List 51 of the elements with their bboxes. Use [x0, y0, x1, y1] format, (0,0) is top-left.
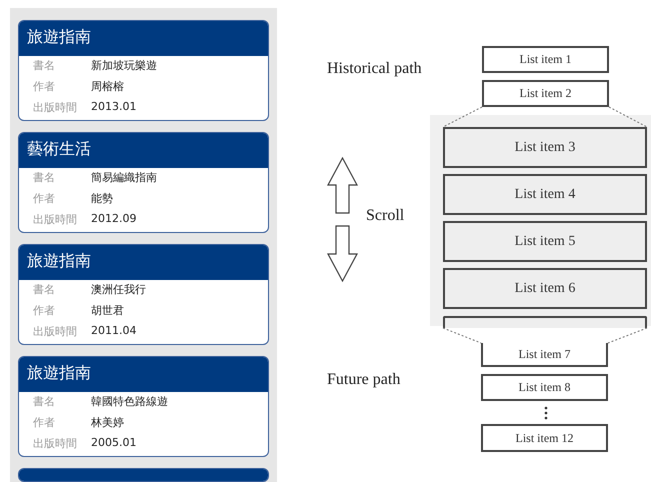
- field-label: 書名: [33, 58, 55, 73]
- list-item: List item 8: [481, 374, 608, 401]
- book-card: [18, 244, 269, 345]
- book-card: [18, 132, 269, 233]
- field-label: 作者: [33, 415, 55, 430]
- text-label: Future path: [327, 371, 400, 389]
- field-value: 2011.04: [91, 324, 136, 337]
- list-item: List item 3: [443, 127, 647, 168]
- book-card: [18, 20, 269, 121]
- field-label: 出版時間: [33, 436, 77, 451]
- text-label: Historical path: [327, 60, 422, 78]
- text-label: Scroll: [366, 207, 404, 225]
- field-label: 作者: [33, 79, 55, 94]
- connector-line: [608, 328, 648, 344]
- connector-line: [442, 328, 482, 344]
- connector-line: [442, 106, 482, 128]
- field-value: 新加坡玩樂遊: [91, 58, 157, 73]
- field-label: 出版時間: [33, 100, 77, 115]
- card-title: 旅遊指南: [27, 27, 91, 48]
- card-title: 旅遊指南: [27, 251, 91, 272]
- list-item: List item 4: [443, 174, 647, 215]
- book-card: [18, 356, 269, 457]
- field-label: 作者: [33, 191, 55, 206]
- list-item: List item 12: [481, 424, 608, 452]
- viewport-panel: [430, 115, 651, 326]
- field-value: 2012.09: [91, 212, 136, 225]
- field-value: 周榕榕: [91, 79, 124, 94]
- field-value: 韓國特色路線遊: [91, 394, 168, 409]
- connector-line: [608, 106, 648, 128]
- book-card: [18, 468, 269, 482]
- list-item: [443, 316, 647, 328]
- field-value: 能勢: [91, 191, 113, 206]
- field-value: 胡世君: [91, 303, 124, 318]
- field-label: 作者: [33, 303, 55, 318]
- list-item: List item 2: [482, 80, 609, 107]
- card-title: 藝術生活: [27, 139, 91, 160]
- field-label: 出版時間: [33, 212, 77, 227]
- field-label: 出版時間: [33, 324, 77, 339]
- field-label: 書名: [33, 170, 55, 185]
- field-value: 簡易編織指南: [91, 170, 157, 185]
- list-item: List item 1: [482, 46, 609, 73]
- list-item: List item 5: [443, 221, 647, 262]
- field-value: 2005.01: [91, 436, 136, 449]
- field-value: 林美婷: [91, 415, 124, 430]
- list-item: List item 6: [443, 268, 647, 309]
- field-label: 書名: [33, 282, 55, 297]
- field-value: 澳洲任我行: [91, 282, 146, 297]
- list-item: List item 7: [481, 343, 608, 367]
- field-value: 2013.01: [91, 100, 136, 113]
- card-title: 旅遊指南: [27, 363, 91, 384]
- field-label: 書名: [33, 394, 55, 409]
